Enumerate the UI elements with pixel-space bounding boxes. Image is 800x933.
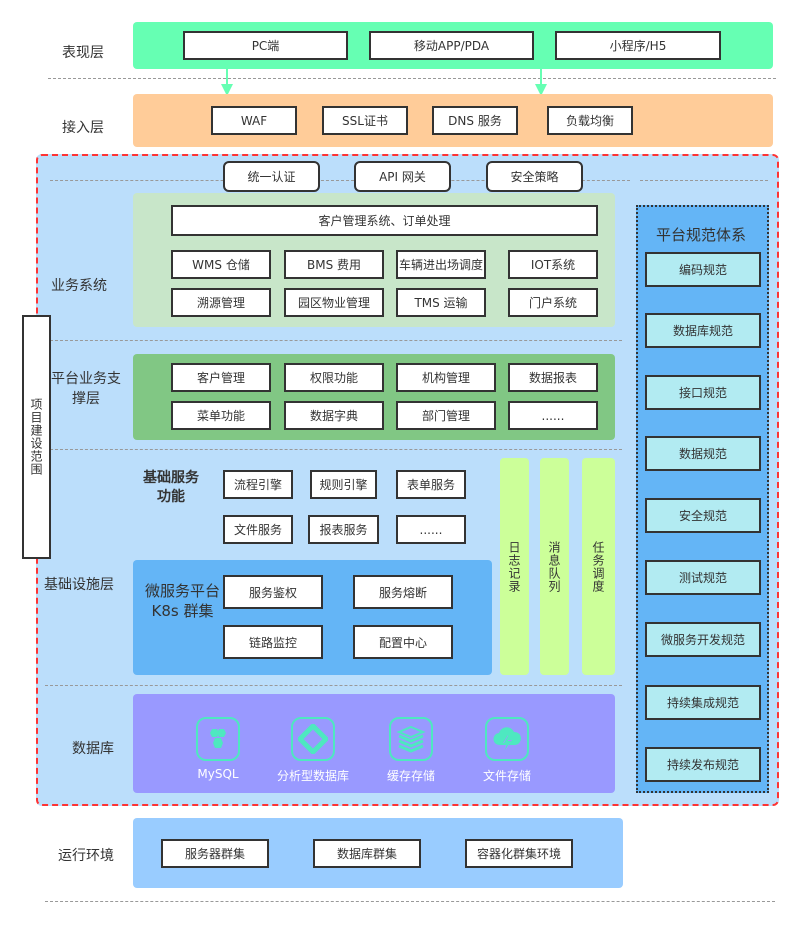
microservice-item: 配置中心	[353, 625, 453, 659]
business-layer-label: 业务系统	[51, 278, 107, 294]
basic-service-item: 表单服务	[396, 470, 466, 499]
business-item: 溯源管理	[171, 288, 271, 317]
basic-service-item: 流程引擎	[223, 470, 293, 499]
spec-item: 测试规范	[645, 560, 761, 595]
pc-client-box: PC端	[183, 31, 348, 60]
divider	[48, 78, 776, 79]
basic-service-item: ......	[396, 515, 466, 544]
divider	[50, 180, 630, 181]
runtime-item: 数据库群集	[313, 839, 421, 868]
arrow-down-icon	[535, 68, 547, 96]
basic-services-title-line2: 功能	[157, 489, 185, 505]
microservice-item: 服务熔断	[353, 575, 453, 609]
platform-item: 机构管理	[396, 363, 496, 392]
microservice-title: 微服务平台 K8s 群集	[145, 581, 220, 621]
spec-item: 持续集成规范	[645, 685, 761, 720]
database-layer-label: 数据库	[72, 741, 114, 757]
platform-layer-label-line2: 撑层	[72, 391, 100, 407]
spec-item: 接口规范	[645, 375, 761, 410]
message-queue-column: 消息队列	[540, 458, 569, 675]
divider	[640, 180, 768, 181]
business-item: IOT系统	[508, 250, 598, 279]
api-gateway-box: API 网关	[354, 161, 451, 192]
spec-item: 安全规范	[645, 498, 761, 533]
task-scheduling-column: 任务调度	[582, 458, 615, 675]
platform-item: ......	[508, 401, 598, 430]
spec-item: 数据库规范	[645, 313, 761, 348]
platform-item: 客户管理	[171, 363, 271, 392]
basic-service-item: 文件服务	[223, 515, 293, 544]
platform-item: 部门管理	[396, 401, 496, 430]
analytic-db-icon	[291, 717, 335, 761]
business-item: BMS 费用	[284, 250, 384, 279]
waf-box: WAF	[211, 106, 297, 135]
basic-services-title: 基础服务 功能	[143, 469, 199, 507]
business-item: TMS 运输	[396, 288, 486, 317]
divider	[45, 901, 775, 902]
runtime-layer-label: 运行环境	[58, 848, 114, 864]
cache-storage-icon	[389, 717, 433, 761]
load-balancer-box: 负载均衡	[547, 106, 633, 135]
divider	[50, 340, 622, 341]
security-policy-box: 安全策略	[486, 161, 583, 192]
file-storage-icon	[485, 717, 529, 761]
ssl-certificate-box: SSL证书	[322, 106, 408, 135]
platform-item: 数据字典	[284, 401, 384, 430]
arrow-down-icon	[221, 68, 233, 96]
db-item-cache: 缓存存储	[366, 717, 456, 784]
infrastructure-layer-label: 基础设施层	[44, 577, 114, 593]
business-item: 门户系统	[508, 288, 598, 317]
divider	[45, 685, 622, 686]
basic-services-title-line1: 基础服务	[143, 470, 199, 486]
platform-layer-label-line1: 平台业务支	[51, 371, 121, 387]
dns-service-box: DNS 服务	[432, 106, 518, 135]
presentation-layer-label: 表现层	[62, 45, 104, 61]
db-item-label: MySQL	[197, 767, 239, 781]
spec-system-title: 平台规范体系	[656, 226, 747, 244]
basic-service-item: 规则引擎	[310, 470, 377, 499]
db-item-label: 缓存存储	[386, 769, 435, 783]
divider	[50, 449, 622, 450]
runtime-item: 容器化群集环境	[465, 839, 573, 868]
project-scope-label: 项目建设范围	[22, 315, 51, 559]
basic-service-item: 报表服务	[308, 515, 379, 544]
db-item-label: 分析型数据库	[276, 769, 349, 783]
db-item-analytic: 分析型数据库	[268, 717, 358, 784]
logging-column: 日志记录	[500, 458, 529, 675]
microservice-item: 链路监控	[223, 625, 323, 659]
spec-item: 数据规范	[645, 436, 761, 471]
runtime-item: 服务器群集	[161, 839, 269, 868]
platform-item: 数据报表	[508, 363, 598, 392]
mobile-app-box: 移动APP/PDA	[369, 31, 534, 60]
access-layer-label: 接入层	[62, 120, 104, 136]
microservice-title-line1: 微服务平台	[145, 582, 221, 600]
crm-order-box: 客户管理系统、订单处理	[171, 205, 598, 236]
db-item-label: 文件存储	[482, 769, 531, 783]
spec-item: 微服务开发规范	[645, 622, 761, 657]
microservice-item: 服务鉴权	[223, 575, 323, 609]
db-item-file: 文件存储	[462, 717, 552, 784]
spec-item: 持续发布规范	[645, 747, 761, 782]
business-item: 园区物业管理	[284, 288, 384, 317]
platform-layer-label: 平台业务支 撑层	[51, 369, 121, 409]
platform-item: 菜单功能	[171, 401, 271, 430]
spec-item: 编码规范	[645, 252, 761, 287]
mysql-icon	[196, 717, 240, 761]
business-item: 车辆进出场调度	[396, 250, 486, 279]
business-item: WMS 仓储	[171, 250, 271, 279]
db-item-mysql: MySQL	[173, 717, 263, 781]
platform-item: 权限功能	[284, 363, 384, 392]
mini-program-box: 小程序/H5	[555, 31, 721, 60]
unified-auth-box: 统一认证	[223, 161, 320, 192]
microservice-title-line2: K8s 群集	[151, 602, 214, 620]
